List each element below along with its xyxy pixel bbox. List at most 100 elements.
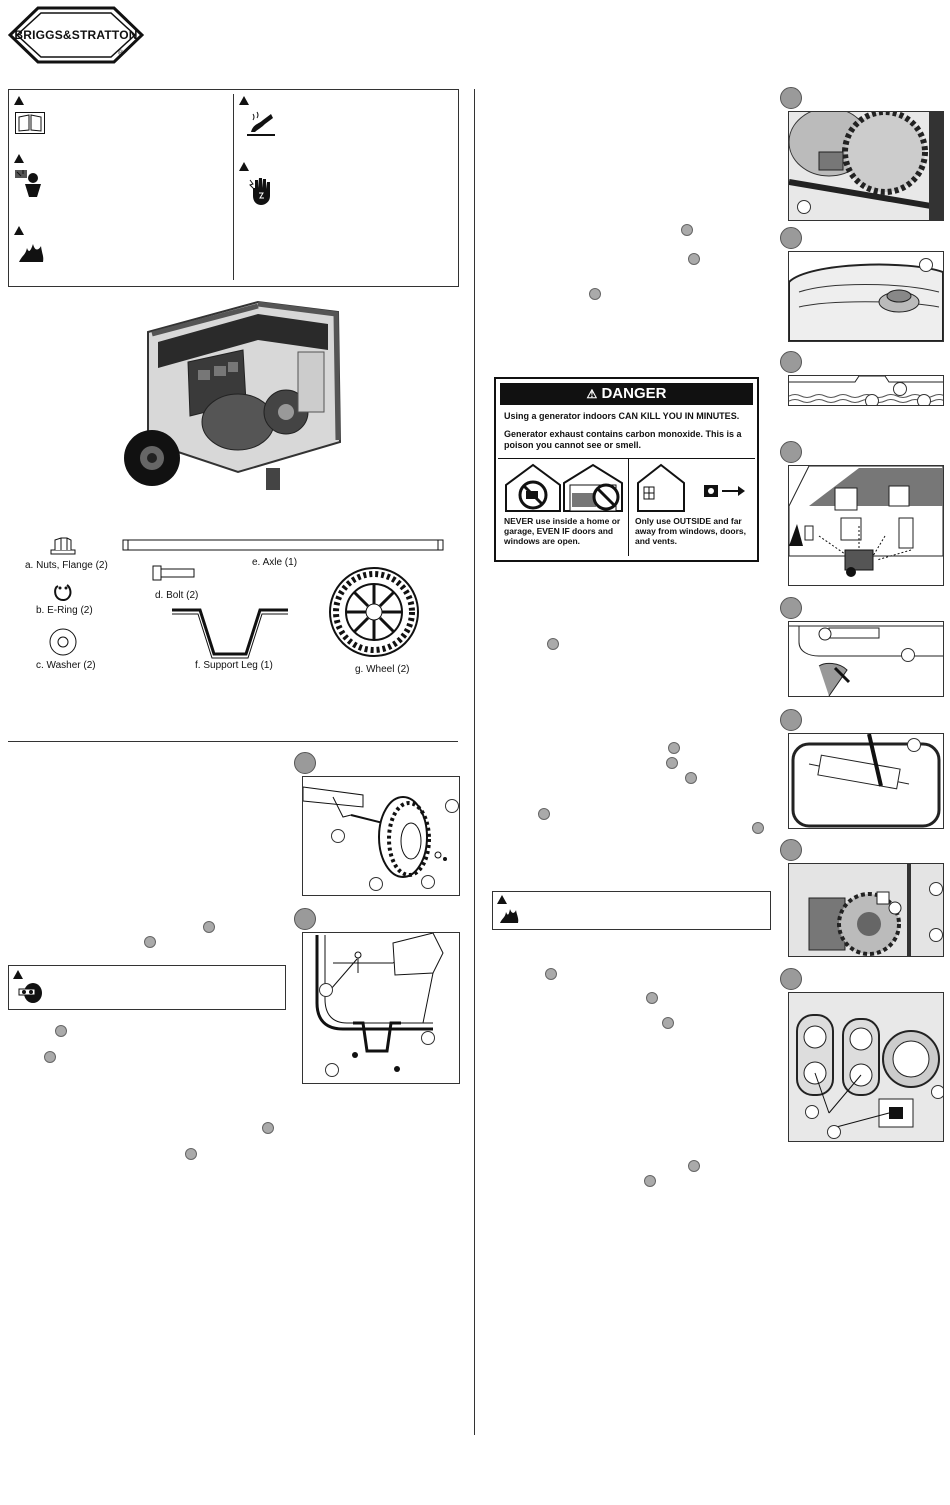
danger-header: ⚠ DANGER (500, 383, 753, 405)
e-ring-icon (52, 582, 74, 607)
reference-marker (44, 1051, 56, 1063)
registered-mark: ® (118, 50, 124, 57)
reference-marker (668, 742, 680, 754)
generator-arrow-icon (702, 481, 746, 510)
danger-header-text: DANGER (601, 385, 667, 402)
brand-name: BRIGGS&STRATTON (14, 28, 138, 42)
reference-marker (203, 921, 215, 933)
reference-marker (688, 253, 700, 265)
callout-marker (929, 882, 943, 896)
callout-marker (931, 1085, 943, 1099)
danger-line-1: Using a generator indoors CAN KILL YOU I… (504, 411, 740, 421)
callout-marker (907, 738, 921, 752)
fuel-level-figure (788, 375, 944, 406)
callout-marker (421, 875, 435, 889)
column-divider (474, 89, 475, 1435)
house-placement-figure (788, 465, 944, 586)
recoil-start-figure (788, 863, 944, 957)
part-label-d: d. Bolt (2) (155, 590, 199, 601)
callout-marker (421, 1031, 435, 1045)
callout-marker (319, 983, 333, 997)
callout-marker (919, 258, 933, 272)
outlet-panel-figure (788, 992, 944, 1142)
step-number-badge (294, 908, 316, 930)
wheel-assembly-figure (302, 776, 460, 896)
warning-icon: ⚠ (586, 387, 598, 401)
step-number-badge (780, 227, 802, 249)
callout-marker (893, 382, 907, 396)
callout-marker (929, 928, 943, 942)
washer-icon (47, 627, 79, 662)
part-label-b: b. E-Ring (2) (36, 605, 93, 616)
shock-icon (247, 176, 275, 211)
callout-marker (827, 1125, 841, 1139)
reference-marker (589, 288, 601, 300)
warning-icon (14, 226, 24, 235)
part-label-f: f. Support Leg (1) (195, 660, 273, 671)
section-divider (8, 741, 458, 742)
safety-warnings-box (8, 89, 459, 287)
axle-icon (122, 538, 444, 556)
fire-warning-box (492, 891, 771, 930)
brand-logo: BRIGGS&STRATTON ® (7, 6, 145, 64)
callout-marker (901, 648, 915, 662)
reference-marker (55, 1025, 67, 1037)
step-number-badge (780, 441, 802, 463)
switch-figure (788, 733, 944, 829)
warning-icon (13, 970, 23, 979)
flange-nut-icon (47, 536, 79, 561)
choke-figure (788, 621, 944, 697)
reference-marker (685, 772, 697, 784)
danger-line-2: Generator exhaust contains carbon monoxi… (504, 429, 742, 450)
only-outside-text: Only use OUTSIDE and far away from windo… (635, 516, 746, 546)
callout-marker (865, 394, 879, 405)
warning-icon (239, 96, 249, 105)
hot-surface-icon (245, 110, 277, 143)
wheel-icon (328, 566, 420, 663)
reference-marker (262, 1122, 274, 1134)
callout-marker (805, 1105, 819, 1119)
fire-icon (17, 240, 45, 269)
reference-marker (545, 968, 557, 980)
bolt-icon (152, 564, 196, 587)
reference-marker (185, 1148, 197, 1160)
part-label-a: a. Nuts, Flange (2) (25, 560, 108, 571)
no-garage-icon (562, 463, 624, 518)
reference-marker (538, 808, 550, 820)
callout-marker (369, 877, 383, 891)
warning-icon (239, 162, 249, 171)
support-leg-icon (170, 604, 290, 665)
callout-marker (797, 200, 811, 214)
support-leg-figure (302, 932, 460, 1084)
step-number-badge (780, 351, 802, 373)
oil-fill-figure (788, 111, 944, 221)
part-label-e: e. Axle (1) (252, 557, 298, 568)
no-home-icon (504, 463, 562, 518)
step-number-badge (780, 597, 802, 619)
reference-marker (144, 936, 156, 948)
eye-protection-icon (17, 981, 43, 1010)
step-number-badge (780, 839, 802, 861)
step-number-badge (294, 752, 316, 774)
callout-marker (325, 1063, 339, 1077)
danger-panel-divider (628, 458, 629, 556)
safety-divider (233, 94, 234, 280)
callout-marker (917, 394, 931, 405)
reference-marker (662, 1017, 674, 1029)
step-number-badge (780, 709, 802, 731)
outside-home-icon (636, 463, 686, 518)
reference-marker (644, 1175, 656, 1187)
danger-label: ⚠ DANGER Using a generator indoors CAN K… (494, 377, 759, 562)
reference-marker (547, 638, 559, 650)
warning-icon (497, 895, 507, 904)
step-number-badge (780, 968, 802, 990)
step-number-badge (780, 87, 802, 109)
fuel-tank-figure (788, 251, 944, 342)
reference-marker (752, 822, 764, 834)
reference-marker (646, 992, 658, 1004)
reference-marker (666, 757, 678, 769)
warning-icon (14, 154, 24, 163)
never-text: NEVER use inside a home or garage, EVEN … (504, 516, 621, 546)
part-label-g: g. Wheel (2) (355, 664, 410, 675)
part-label-c: c. Washer (2) (36, 660, 96, 671)
